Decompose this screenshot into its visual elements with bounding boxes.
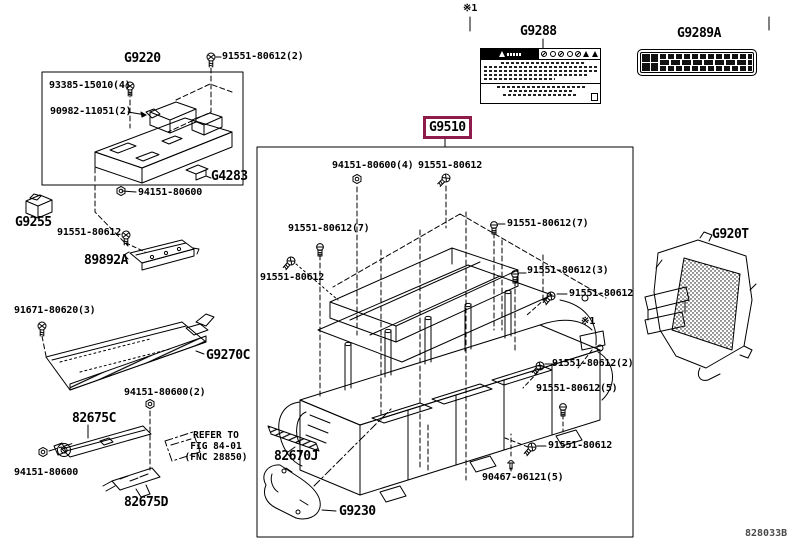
- part-label-94151-80600-4[interactable]: 94151-80600(4): [332, 160, 414, 171]
- prohibition-icon: [541, 51, 548, 57]
- part-label-91551-80612-2-top[interactable]: 91551-80612(2): [222, 51, 304, 62]
- part-label-91551-80612-3[interactable]: 91551-80612(3): [527, 265, 609, 276]
- screw-icon: [206, 52, 216, 68]
- part-label-91551-80612-midleft[interactable]: 91551-80612: [260, 272, 325, 283]
- caution-text-line: [497, 86, 587, 88]
- caution-footer-box: [591, 93, 598, 101]
- prohibition-icon: [566, 51, 573, 57]
- prohibition-icon: [558, 51, 565, 57]
- part-label-g9255[interactable]: G9255: [15, 215, 52, 230]
- caution-text-line: [484, 70, 597, 72]
- info-label-text-stripes: [660, 54, 752, 71]
- caution-text-line: [503, 94, 577, 96]
- warning-triangle-icon: [583, 51, 590, 57]
- bracket-82675-drawing: [48, 410, 201, 498]
- caution-label-g9288: [480, 48, 601, 104]
- part-label-91551-80612-right[interactable]: 91551-80612: [569, 288, 634, 299]
- part-label-94151-80600-bottom[interactable]: 94151-80600: [14, 467, 79, 478]
- caution-label-header: [481, 49, 600, 60]
- part-label-91551-80612-bottom[interactable]: 91551-80612: [548, 440, 613, 451]
- caution-text-line: [501, 62, 585, 64]
- note-marker-mid: ※1: [581, 316, 596, 327]
- prohibition-icon: [574, 51, 581, 57]
- part-label-90467-06121[interactable]: 90467-06121(5): [482, 472, 564, 483]
- info-label-icon-block: [642, 54, 658, 71]
- caution-text-line: [484, 66, 597, 68]
- g9510-drawing: [256, 146, 634, 538]
- part-label-g9288[interactable]: G9288: [520, 24, 557, 39]
- part-label-g9270c[interactable]: G9270C: [206, 348, 250, 363]
- warning-triangle-icon: [499, 51, 505, 57]
- caution-header-text-stripe: [507, 52, 521, 56]
- caution-header-black-bar: [481, 49, 539, 59]
- refer-note: REFER TO FIG 84-01 (FNC 28850): [183, 430, 249, 463]
- part-label-93385-15010[interactable]: 93385-15010(4): [49, 80, 131, 91]
- refer-note-line3: (FNC 28850): [184, 452, 248, 463]
- caution-text-line: [509, 90, 575, 92]
- part-label-91551-80612-left[interactable]: 91551-80612: [57, 227, 122, 238]
- part-label-89892a[interactable]: 89892A: [84, 253, 128, 268]
- refer-note-line1: REFER TO: [193, 430, 239, 441]
- g920t-drawing: [644, 231, 757, 381]
- nut-icon: [352, 173, 362, 185]
- info-label-g9289a: [637, 49, 757, 76]
- warning-triangle-icon: [591, 51, 598, 57]
- diagram-code: 828033B: [745, 528, 788, 539]
- refer-note-line2: FIG 84-01: [190, 441, 242, 452]
- part-label-g9510-highlighted[interactable]: G9510: [423, 116, 472, 139]
- part-label-91551-80612-5[interactable]: 91551-80612(5): [536, 383, 618, 394]
- part-label-g9289a[interactable]: G9289A: [677, 26, 721, 41]
- part-label-82670j[interactable]: 82670J: [274, 449, 318, 464]
- part-label-91551-80612-7-right[interactable]: 91551-80612(7): [507, 218, 589, 229]
- g9270c-drawing: [41, 313, 215, 391]
- fastener-icons: [37, 52, 567, 470]
- g9220-drawing: [41, 67, 244, 247]
- part-label-94151-80600-2[interactable]: 94151-80600(2): [124, 387, 206, 398]
- screw-icon: [281, 254, 298, 272]
- prohibition-icon: [549, 51, 556, 57]
- caution-header-icon-row: [539, 49, 600, 59]
- ecu-89892a-drawing: [123, 239, 200, 271]
- bolt-icon: [316, 243, 324, 257]
- part-label-g4283[interactable]: G4283: [211, 169, 248, 184]
- screw-icon: [435, 171, 453, 189]
- bolt-icon: [490, 221, 498, 235]
- part-label-91551-80612-7-left[interactable]: 91551-80612(7): [288, 223, 370, 234]
- part-label-82675c[interactable]: 82675C: [72, 411, 116, 426]
- caution-divider: [481, 83, 600, 84]
- nut-icon: [38, 446, 48, 458]
- screw-icon: [37, 321, 47, 337]
- caution-text-line: [484, 78, 556, 80]
- nut-icon: [145, 398, 155, 410]
- bolt-icon: [559, 403, 567, 417]
- part-label-g9230[interactable]: G9230: [339, 504, 376, 519]
- part-label-91551-80612-2-right[interactable]: 91551-80612(2): [552, 358, 634, 369]
- part-label-94151-80600-top[interactable]: 94151-80600: [138, 187, 203, 198]
- reference-leader-lines: [444, 16, 770, 148]
- part-label-82675d[interactable]: 82675D: [124, 495, 168, 510]
- part-label-g9220[interactable]: G9220: [124, 51, 161, 66]
- caution-text-line: [484, 74, 589, 76]
- part-label-g920t[interactable]: G920T: [712, 227, 749, 242]
- part-label-90982-11051[interactable]: 90982-11051(2): [50, 106, 132, 117]
- part-label-91551-80612-boxtop[interactable]: 91551-80612: [418, 160, 483, 171]
- part-label-91671-80620[interactable]: 91671-80620(3): [14, 305, 96, 316]
- note-marker-top: ※1: [463, 3, 478, 14]
- g9255-drawing: [25, 193, 53, 219]
